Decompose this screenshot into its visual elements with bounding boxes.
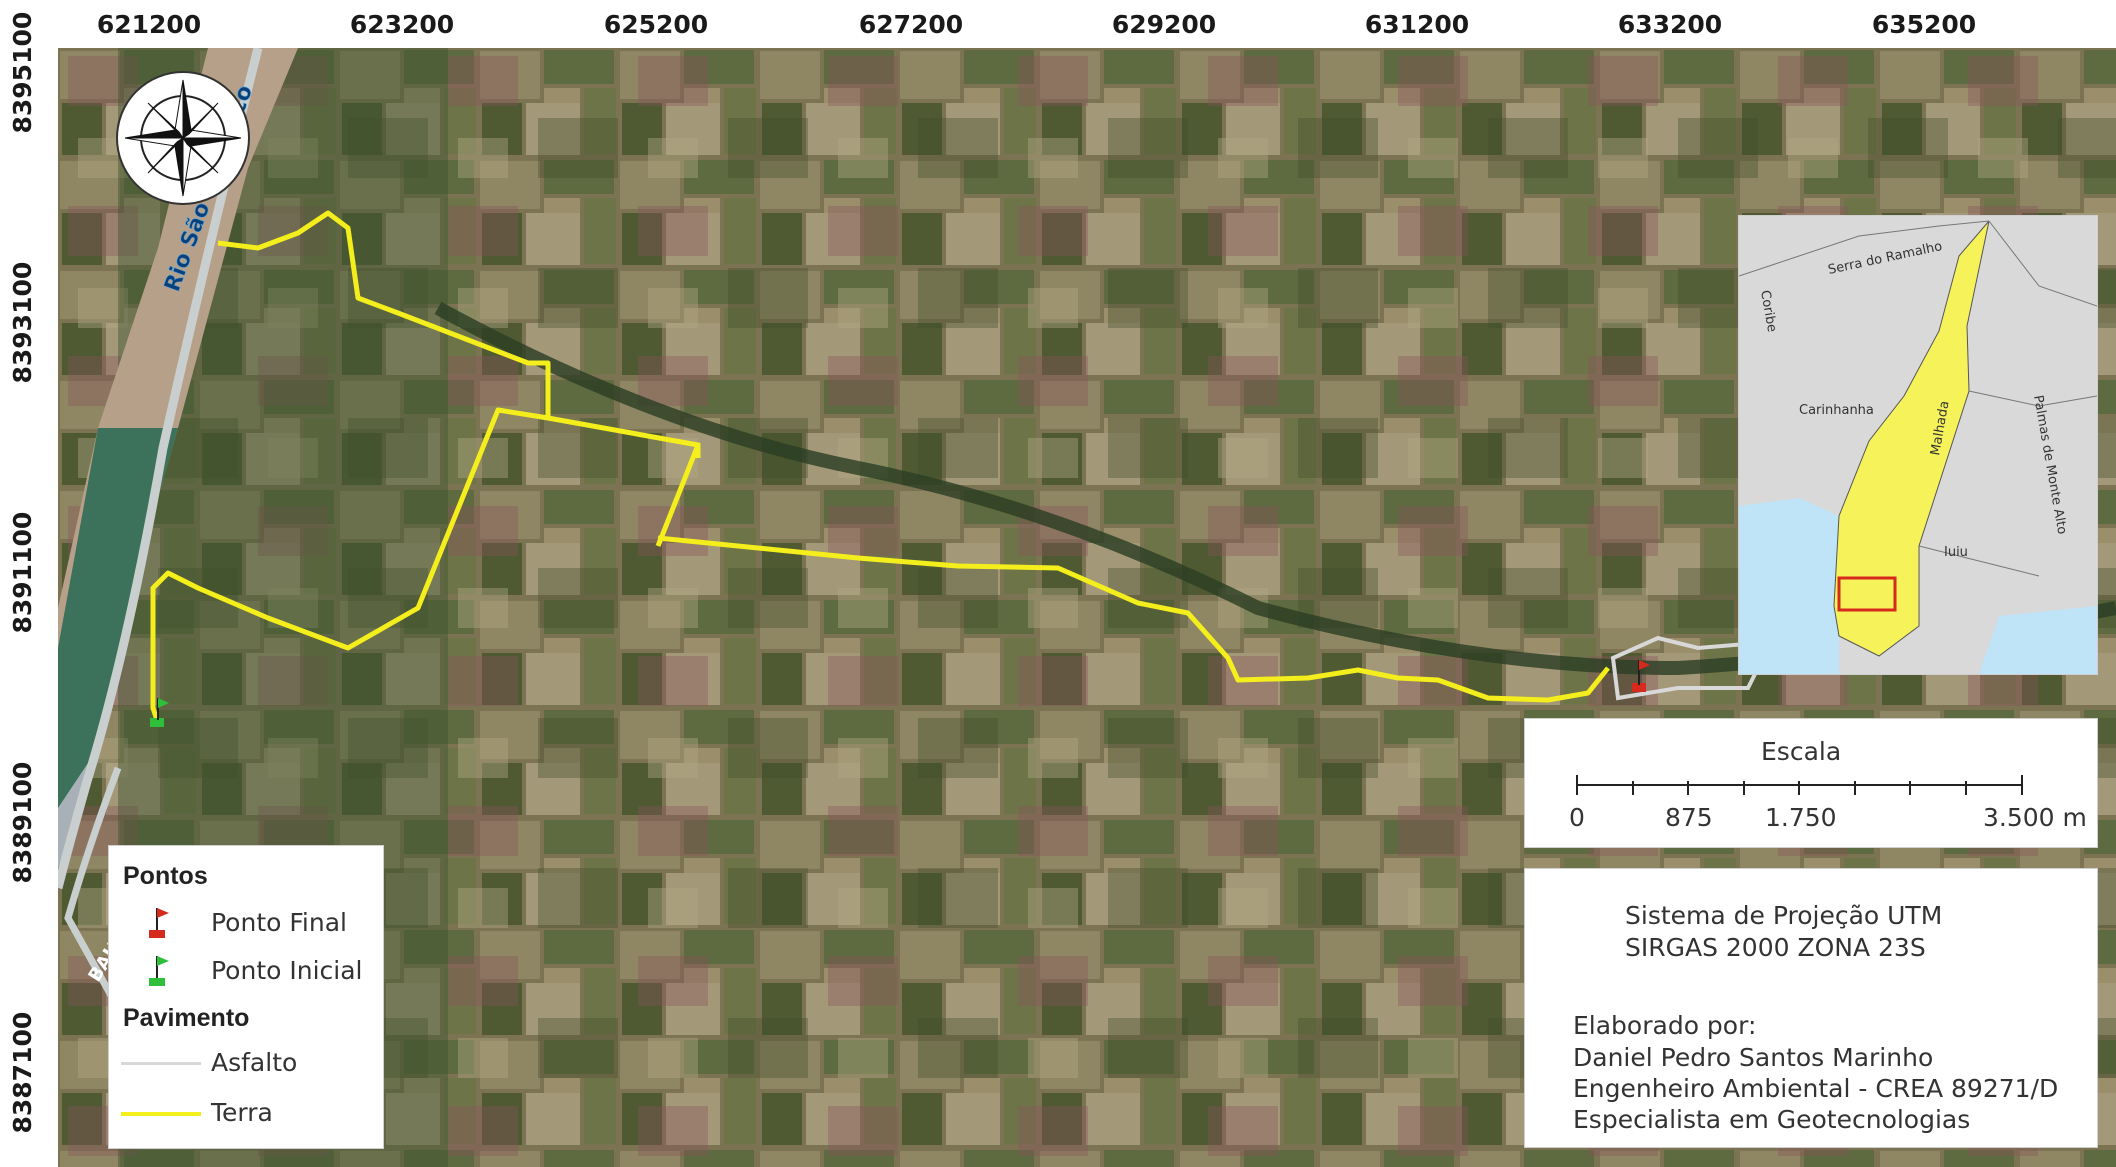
top-coordinate: 635200 (1871, 10, 1977, 39)
legend-pavimento-title: Pavimento (123, 1004, 250, 1032)
end-point-flag-icon[interactable] (1632, 660, 1650, 692)
projection-line-2: SIRGAS 2000 ZONA 23S (1625, 933, 1926, 962)
legend-asfalto: Asfalto (211, 1048, 298, 1077)
top-coordinate: 627200 (858, 10, 964, 39)
legend-terra: Terra (211, 1098, 273, 1127)
start-point-flag-icon[interactable] (150, 698, 169, 727)
inset-label: Iuiu (1944, 545, 1968, 560)
legend-panel: Pontos Ponto Final Ponto Inicial Pavimen… (108, 845, 384, 1149)
asfalto-line-swatch (121, 1062, 201, 1065)
top-coordinate: 629200 (1111, 10, 1217, 39)
top-coordinate: 631200 (1364, 10, 1470, 39)
inset-label: Carinhanha (1799, 403, 1874, 418)
legend-ponto-final: Ponto Final (211, 908, 347, 937)
terra-line-swatch (121, 1112, 201, 1116)
scale-bar-panel: Escala 0 875 1.750 3.500 m (1524, 718, 2098, 848)
projection-line-1: Sistema de Projeção UTM (1625, 901, 1943, 930)
legend-pontos-title: Pontos (123, 862, 208, 890)
left-coordinate: 8395100 (8, 11, 37, 134)
prepared-by-label: Elaborado por: (1573, 1011, 1757, 1040)
scale-tick-label: 3.500 m (1983, 803, 2087, 832)
scale-tick-label: 0 (1569, 803, 1585, 832)
scale-tick-label: 875 (1665, 803, 1713, 832)
location-inset-map: Serra do Ramalho Coribe Carinhanha Malha… (1738, 215, 2098, 675)
inset-label: Coribe (1757, 289, 1779, 333)
top-coordinate: 621200 (96, 10, 202, 39)
scale-bar (1576, 775, 2023, 795)
compass-rose-icon (116, 71, 250, 205)
author-specialty: Especialista em Geotecnologias (1573, 1105, 1971, 1134)
left-coordinate: 8387100 (8, 1011, 37, 1134)
left-coordinate: 8393100 (8, 261, 37, 384)
scale-title: Escala (1761, 737, 1842, 766)
author-name: Daniel Pedro Santos Marinho (1573, 1043, 1934, 1072)
legend-ponto-inicial: Ponto Inicial (211, 956, 363, 985)
credits-panel: Sistema de Projeção UTM SIRGAS 2000 ZONA… (1524, 868, 2098, 1148)
top-coordinate: 623200 (349, 10, 455, 39)
left-coordinate: 8389100 (8, 761, 37, 884)
author-role: Engenheiro Ambiental - CREA 89271/D (1573, 1074, 2059, 1103)
left-coordinate: 8391100 (8, 511, 37, 634)
scale-tick-label: 1.750 (1765, 803, 1837, 832)
top-coordinate: 633200 (1617, 10, 1723, 39)
end-flag-legend-icon (149, 908, 169, 938)
start-flag-legend-icon (149, 956, 169, 986)
top-coordinate: 625200 (603, 10, 709, 39)
